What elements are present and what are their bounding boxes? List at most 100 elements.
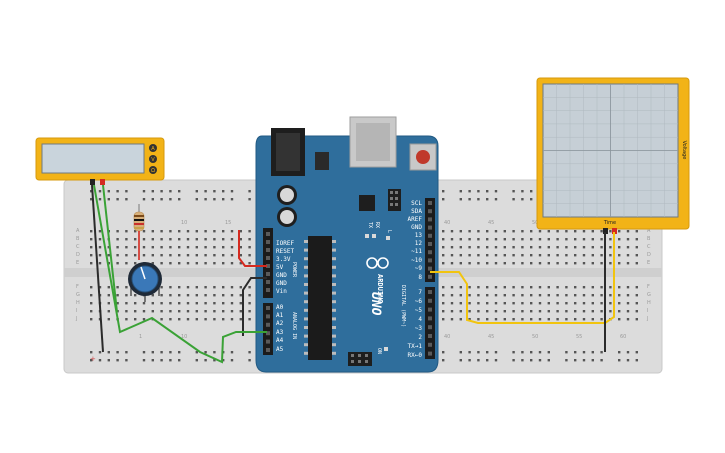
breadboard-hole[interactable] xyxy=(248,198,251,201)
breadboard-hole[interactable] xyxy=(530,238,533,241)
header-pin[interactable] xyxy=(266,248,270,252)
breadboard-hole[interactable] xyxy=(230,190,234,193)
breadboard-hole[interactable] xyxy=(503,262,506,265)
breadboard-hole[interactable] xyxy=(116,302,119,305)
icsp-pin[interactable] xyxy=(395,203,398,206)
breadboard-hole[interactable] xyxy=(494,238,498,241)
breadboard-hole[interactable] xyxy=(556,262,559,265)
breadboard-hole[interactable] xyxy=(442,294,445,297)
breadboard-hole[interactable] xyxy=(142,254,146,257)
breadboard-hole[interactable] xyxy=(521,351,524,354)
breadboard-hole[interactable] xyxy=(477,262,480,265)
breadboard-hole[interactable] xyxy=(151,230,154,233)
breadboard-hole[interactable] xyxy=(151,262,154,265)
breadboard-hole[interactable] xyxy=(635,246,638,249)
breadboard-hole[interactable] xyxy=(442,302,445,305)
mcu-pin[interactable] xyxy=(304,334,308,338)
breadboard-hole[interactable] xyxy=(230,359,234,362)
breadboard-hole[interactable] xyxy=(169,302,172,305)
breadboard-hole[interactable] xyxy=(556,238,559,241)
breadboard-hole[interactable] xyxy=(160,359,163,362)
breadboard-hole[interactable] xyxy=(186,246,190,249)
breadboard-hole[interactable] xyxy=(169,190,172,193)
breadboard-hole[interactable] xyxy=(230,246,234,249)
header-pin[interactable] xyxy=(266,240,270,244)
breadboard-hole[interactable] xyxy=(116,190,119,193)
breadboard-hole[interactable] xyxy=(169,318,172,321)
breadboard-hole[interactable] xyxy=(169,294,172,297)
breadboard-hole[interactable] xyxy=(239,286,242,289)
breadboard-hole[interactable] xyxy=(538,302,542,305)
breadboard-hole[interactable] xyxy=(125,238,128,241)
breadboard-hole[interactable] xyxy=(142,198,146,201)
mcu-pin[interactable] xyxy=(332,351,336,355)
breadboard-hole[interactable] xyxy=(503,230,506,233)
breadboard-hole[interactable] xyxy=(90,310,93,313)
breadboard-hole[interactable] xyxy=(178,262,181,265)
breadboard-hole[interactable] xyxy=(459,294,462,297)
multimeter-mode-v[interactable]: V xyxy=(151,157,155,163)
breadboard-hole[interactable] xyxy=(556,302,559,305)
breadboard-hole[interactable] xyxy=(609,254,612,257)
breadboard-hole[interactable] xyxy=(160,254,163,257)
breadboard-hole[interactable] xyxy=(222,198,225,201)
breadboard-hole[interactable] xyxy=(565,238,568,241)
breadboard-hole[interactable] xyxy=(178,294,181,297)
breadboard-hole[interactable] xyxy=(116,294,119,297)
breadboard-hole[interactable] xyxy=(530,310,533,313)
header-pin[interactable] xyxy=(266,306,270,310)
breadboard-hole[interactable] xyxy=(468,351,471,354)
icsp-pin[interactable] xyxy=(365,354,368,357)
breadboard-hole[interactable] xyxy=(459,318,462,321)
breadboard-hole[interactable] xyxy=(618,318,621,321)
breadboard-hole[interactable] xyxy=(547,254,550,257)
breadboard-hole[interactable] xyxy=(160,286,163,289)
breadboard-hole[interactable] xyxy=(213,198,216,201)
header-pin[interactable] xyxy=(428,250,432,255)
breadboard-hole[interactable] xyxy=(503,254,506,257)
header-pin[interactable] xyxy=(428,258,432,263)
breadboard-hole[interactable] xyxy=(248,286,251,289)
breadboard-hole[interactable] xyxy=(204,254,207,257)
breadboard-hole[interactable] xyxy=(468,359,471,362)
breadboard-hole[interactable] xyxy=(134,230,137,233)
breadboard-hole[interactable] xyxy=(90,286,93,289)
breadboard-hole[interactable] xyxy=(547,262,550,265)
breadboard-hole[interactable] xyxy=(565,359,568,362)
breadboard-hole[interactable] xyxy=(486,351,489,354)
breadboard-hole[interactable] xyxy=(125,190,128,193)
breadboard-hole[interactable] xyxy=(213,190,216,193)
breadboard-hole[interactable] xyxy=(459,351,462,354)
breadboard-hole[interactable] xyxy=(538,246,542,249)
mcu-pin[interactable] xyxy=(332,291,336,295)
breadboard-hole[interactable] xyxy=(222,310,225,313)
breadboard-hole[interactable] xyxy=(151,351,154,354)
breadboard-hole[interactable] xyxy=(90,230,93,233)
breadboard-hole[interactable] xyxy=(248,246,251,249)
breadboard-hole[interactable] xyxy=(222,262,225,265)
breadboard-hole[interactable] xyxy=(142,318,146,321)
icsp-pin[interactable] xyxy=(365,360,368,363)
wire-green-a3[interactable] xyxy=(93,184,267,364)
breadboard-hole[interactable] xyxy=(442,359,445,362)
breadboard-hole[interactable] xyxy=(600,318,603,321)
breadboard-hole[interactable] xyxy=(582,262,586,265)
breadboard-hole[interactable] xyxy=(204,359,207,362)
breadboard-hole[interactable] xyxy=(512,351,515,354)
breadboard-hole[interactable] xyxy=(248,359,251,362)
breadboard-hole[interactable] xyxy=(98,198,102,201)
breadboard-hole[interactable] xyxy=(477,318,480,321)
breadboard-hole[interactable] xyxy=(626,359,630,362)
breadboard-hole[interactable] xyxy=(151,294,154,297)
breadboard-hole[interactable] xyxy=(530,190,533,193)
breadboard-hole[interactable] xyxy=(195,254,198,257)
breadboard-hole[interactable] xyxy=(213,262,216,265)
breadboard-hole[interactable] xyxy=(600,351,603,354)
breadboard-hole[interactable] xyxy=(530,351,533,354)
breadboard-hole[interactable] xyxy=(635,302,638,305)
breadboard-hole[interactable] xyxy=(626,246,630,249)
breadboard-hole[interactable] xyxy=(582,246,586,249)
breadboard-hole[interactable] xyxy=(512,230,515,233)
breadboard-hole[interactable] xyxy=(142,310,146,313)
breadboard-hole[interactable] xyxy=(178,302,181,305)
